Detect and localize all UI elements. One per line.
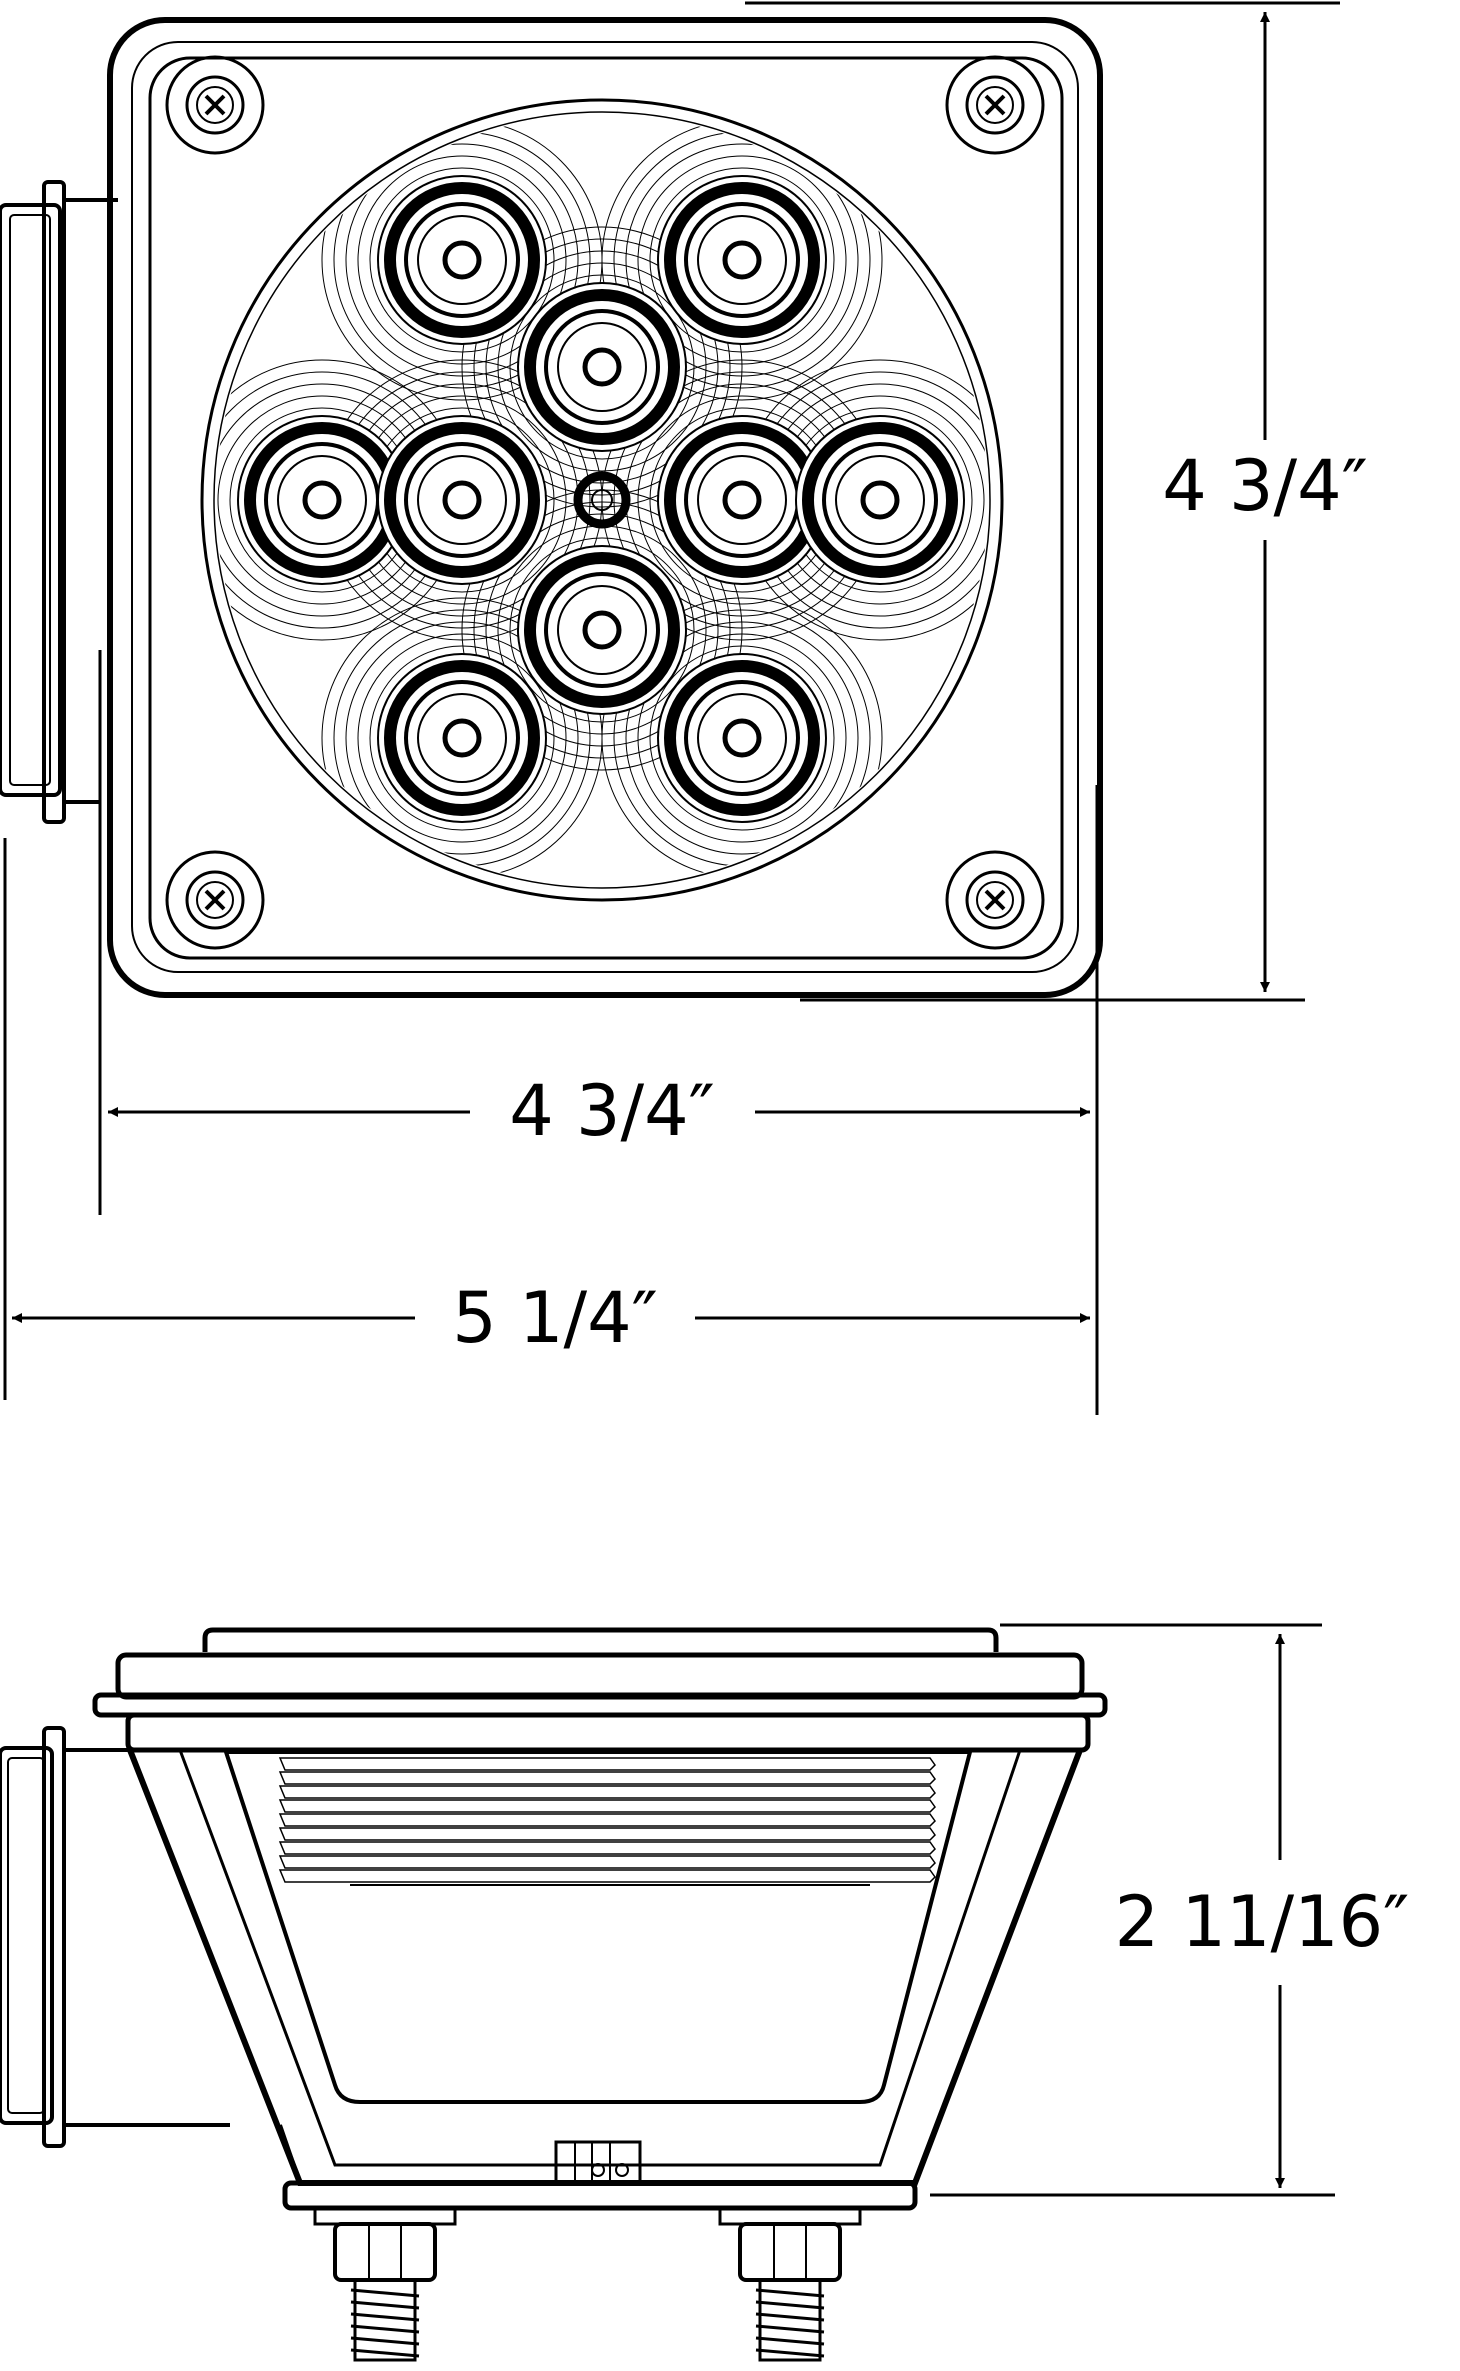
terminal-block <box>554 2140 642 2184</box>
center-post <box>573 471 631 529</box>
led-icon <box>377 175 547 345</box>
led-icon <box>657 653 827 823</box>
stud-icon <box>718 2206 862 2362</box>
screw-icon <box>165 850 265 950</box>
mounting-studs <box>313 2206 862 2362</box>
stud-icon <box>313 2206 457 2362</box>
base-plate <box>282 2180 918 2211</box>
screw-icon <box>945 850 1045 950</box>
led-icon <box>377 653 547 823</box>
side-view-connector <box>0 1726 302 2184</box>
overall-width-label: 5 1/4″ <box>452 1277 658 1359</box>
led-icon <box>517 545 687 715</box>
front-height-label: 4 3/4″ <box>1162 445 1368 527</box>
led-array <box>237 175 965 823</box>
front-width-label: 4 3/4″ <box>509 1070 715 1152</box>
side-connector <box>0 180 118 824</box>
led-icon <box>795 415 965 585</box>
led-icon <box>517 282 687 452</box>
corner-screws <box>165 55 1045 950</box>
side-depth-label: 2 11/16″ <box>1115 1881 1410 1963</box>
led-icon <box>377 415 547 585</box>
front-view <box>0 17 1103 998</box>
cooling-fins <box>278 1757 936 1886</box>
inner-window <box>223 1750 973 2104</box>
screw-icon <box>945 55 1045 155</box>
housing-body <box>127 1748 1083 2186</box>
screw-icon <box>165 55 265 155</box>
lens-cap <box>202 1627 999 1652</box>
front-dimensions <box>3 1 1340 1415</box>
side-dimensions <box>930 1623 1335 2197</box>
lamp-housing <box>107 17 1103 998</box>
mounting-flange <box>115 1652 1085 1700</box>
side-view <box>0 1627 1108 2362</box>
led-icon <box>657 175 827 345</box>
